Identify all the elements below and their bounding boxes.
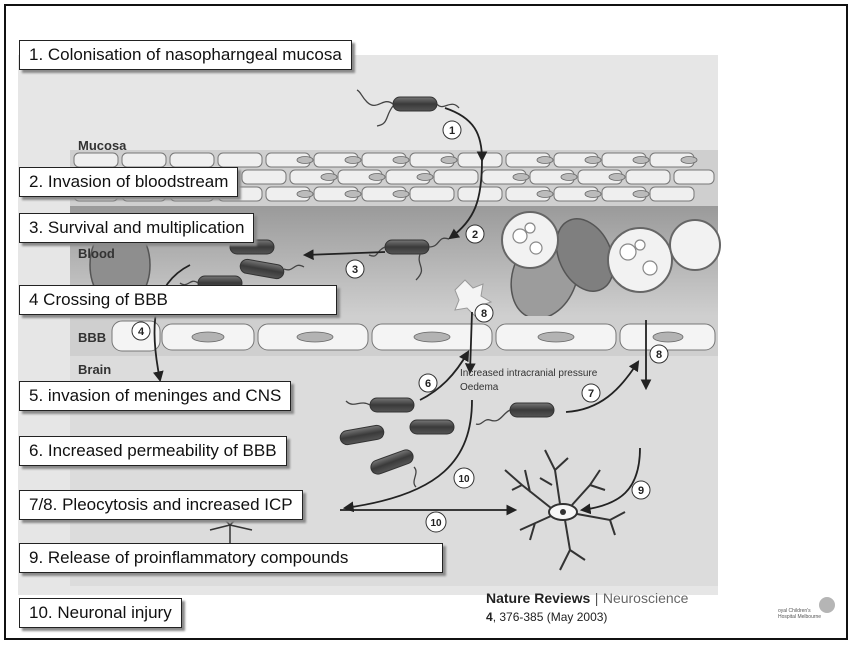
svg-text:4: 4 <box>138 326 145 338</box>
step-4-label: 4 Crossing of BBB <box>19 285 337 315</box>
svg-text:10: 10 <box>430 518 442 529</box>
svg-text:9: 9 <box>638 485 644 497</box>
svg-text:6: 6 <box>425 378 431 390</box>
svg-text:2: 2 <box>472 229 478 241</box>
step-marker-6: 6 <box>418 373 438 393</box>
journal-name: Nature Reviews <box>486 590 591 606</box>
region-label-bbb: BBB <box>78 330 106 345</box>
bbb-layer <box>70 316 718 356</box>
hospital-name-line2: Hospital Melbourne <box>778 614 822 620</box>
step-marker-3: 3 <box>345 259 365 279</box>
leukocytes <box>501 211 721 447</box>
step-marker-8b: 8 <box>649 344 669 364</box>
step-2-label: 2. Invasion of bloodstream <box>19 167 239 197</box>
step-marker-10b: 10 <box>425 511 447 533</box>
region-label-brain: Brain <box>78 362 111 377</box>
annotation-intracranial-pressure: Increased intracranial pressure <box>460 368 598 379</box>
svg-text:7: 7 <box>588 388 594 400</box>
neuron <box>504 449 626 571</box>
step-1-label: 1. Colonisation of nasopharngeal mucosa <box>19 40 352 70</box>
step-marker-2: 2 <box>465 224 485 244</box>
svg-text:10: 10 <box>458 474 470 485</box>
hospital-name-line1: oyal Children's <box>778 608 811 614</box>
citation: 4, 376-385 (May 2003) <box>486 610 688 624</box>
mucosa-layer <box>70 150 718 206</box>
step-marker-8a: 8 <box>474 303 494 323</box>
region-label-blood: Blood <box>78 246 115 261</box>
citation-pages: , 376-385 (May 2003) <box>492 610 608 624</box>
step-9-label: 9. Release of proinflammatory compounds <box>19 543 443 573</box>
step-marker-7: 7 <box>581 383 601 403</box>
journal-section: Neuroscience <box>602 590 689 606</box>
step-10-label: 10. Neuronal injury <box>19 598 182 628</box>
region-label-mucosa: Mucosa <box>78 138 127 153</box>
step-7-8-label: 7/8. Pleocytosis and increased ICP <box>19 490 303 520</box>
svg-text:8: 8 <box>656 349 662 361</box>
pathway-arrows <box>153 107 652 516</box>
hospital-name: oyal Children's Hospital Melbourne <box>778 608 821 620</box>
hospital-logo-icon <box>819 597 835 613</box>
step-3-label: 3. Survival and multiplication <box>19 213 255 243</box>
step-5-label: 5. invasion of meninges and CNS <box>19 381 292 411</box>
credit-separator: | <box>594 590 599 606</box>
citation-volume: 4 <box>486 610 493 624</box>
step-marker-9: 9 <box>631 480 651 500</box>
step-6-label: 6. Increased permeability of BBB <box>19 436 287 466</box>
svg-text:1: 1 <box>449 125 455 137</box>
svg-text:3: 3 <box>352 264 358 276</box>
annotation-oedema: Oedema <box>460 382 499 393</box>
step-marker-4: 4 <box>131 321 151 341</box>
svg-text:8: 8 <box>481 308 487 320</box>
step-marker-10a: 10 <box>453 467 475 489</box>
figure-credit: Nature Reviews | Neuroscience 4, 376-385… <box>486 590 688 624</box>
step-marker-1: 1 <box>442 120 462 140</box>
